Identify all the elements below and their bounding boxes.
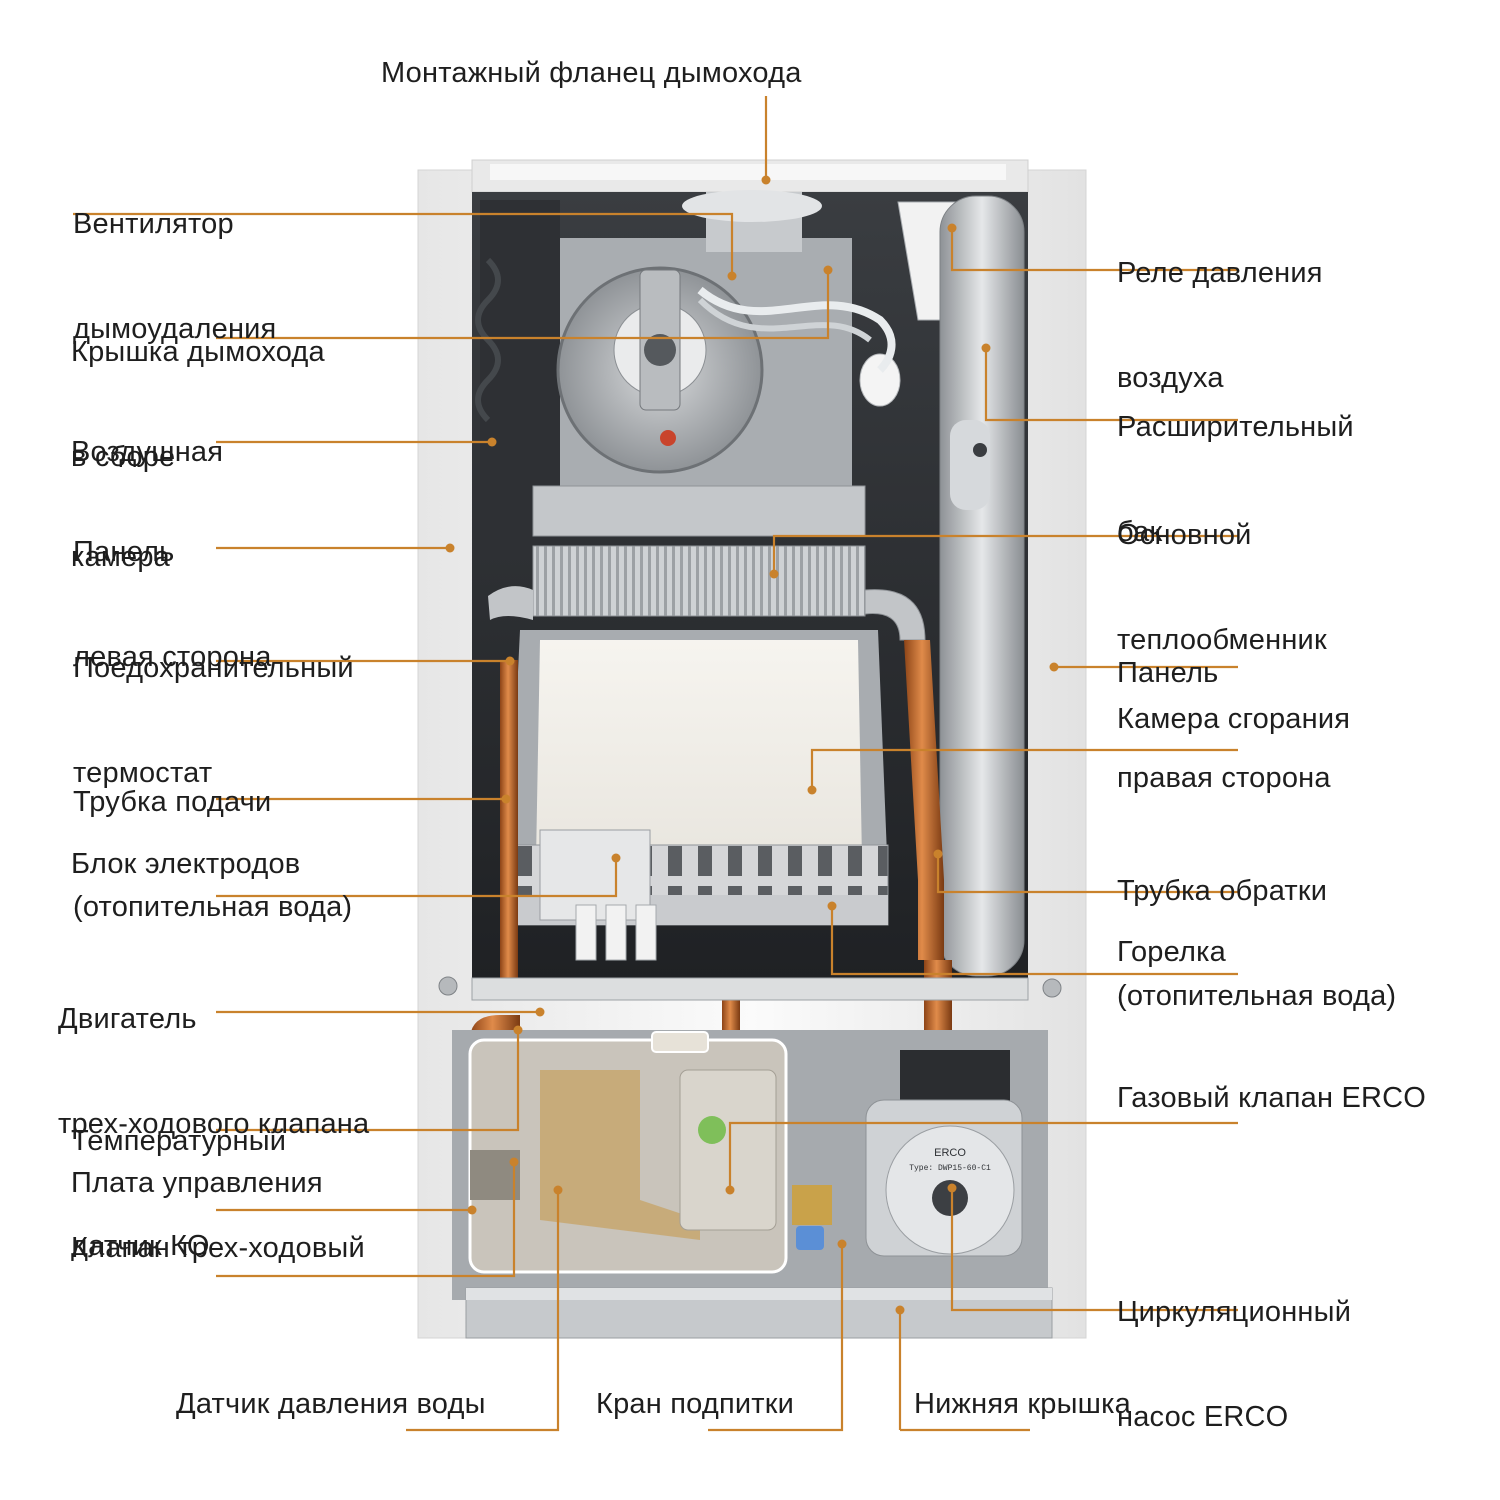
- label-burner: Горелка: [1117, 935, 1226, 970]
- label-line: Реле давления: [1117, 256, 1323, 291]
- leader-dot-icon: [506, 657, 515, 666]
- label-line: Двигатель: [58, 1002, 369, 1037]
- leader-dot-icon: [468, 1206, 477, 1215]
- leader-dot-icon: [488, 438, 497, 447]
- leader-dot-icon: [762, 176, 771, 185]
- label-line: Циркуляционный: [1117, 1295, 1351, 1330]
- leader-dot-icon: [502, 795, 511, 804]
- label-line: Трубка подачи: [73, 785, 352, 820]
- label-line: Панель: [73, 535, 272, 570]
- leader-dot-icon: [808, 786, 817, 795]
- label-line: Панель: [1117, 656, 1331, 691]
- leader-dot-icon: [896, 1306, 905, 1315]
- label-line: Основной: [1117, 518, 1327, 553]
- leader-dot-icon: [728, 272, 737, 281]
- label-chimney-flange: Монтажный фланец дымохода: [381, 56, 802, 91]
- leader-dot-icon: [536, 1008, 545, 1017]
- leader-dot-icon: [948, 1184, 957, 1193]
- pump-type-plate: Type: DWP15-60-C1: [909, 1164, 991, 1173]
- label-circ-pump: Циркуляционный насос ERCO: [1117, 1225, 1351, 1500]
- label-line: Поедохранительный: [73, 651, 354, 686]
- label-control-board: Плата управления: [71, 1166, 323, 1201]
- leader-dot-icon: [982, 344, 991, 353]
- leader-dot-icon: [612, 854, 621, 863]
- bottom-cover: [466, 1288, 1052, 1338]
- leader-dot-icon: [446, 544, 455, 553]
- leader-dot-icon: [510, 1158, 519, 1167]
- label-line: правая сторона: [1117, 761, 1331, 796]
- label-line: (отопительная вода): [1117, 979, 1396, 1014]
- expansion-tank: [940, 196, 1024, 976]
- label-line: Трубка обратки: [1117, 874, 1396, 909]
- leader-dot-icon: [514, 1026, 523, 1035]
- label-line: Расширительный: [1117, 410, 1354, 445]
- label-bottom-cover: Нижняя крышка: [914, 1387, 1131, 1422]
- frame-crossbar: [439, 977, 1061, 1000]
- leader-dot-icon: [726, 1186, 735, 1195]
- leader-dot-icon: [770, 570, 779, 579]
- label-gas-valve: Газовый клапан ERCO: [1117, 1081, 1426, 1116]
- label-combustion-chamber: Камера сгорания: [1117, 702, 1350, 737]
- label-electrode-block: Блок электродов: [71, 847, 300, 882]
- label-line: Температурный: [71, 1124, 286, 1159]
- leader-dot-icon: [838, 1240, 847, 1249]
- label-three-way-valve: Клапан трех-ходовый: [71, 1231, 365, 1266]
- label-line: Вентилятор: [73, 207, 276, 242]
- label-line: насос ERCO: [1117, 1400, 1351, 1435]
- label-water-pressure-sensor: Датчик давления воды: [176, 1387, 486, 1422]
- leader-dot-icon: [828, 902, 837, 911]
- label-fill-tap: Кран подпитки: [596, 1387, 794, 1422]
- leader-dot-icon: [1050, 663, 1059, 672]
- leader-dot-icon: [948, 224, 957, 233]
- leader-dot-icon: [554, 1186, 563, 1195]
- label-line: (отопительная вода): [73, 890, 352, 925]
- pump-brand-plate: ERCO: [934, 1147, 966, 1159]
- leader-dot-icon: [824, 266, 833, 275]
- leader-dot-icon: [934, 850, 943, 859]
